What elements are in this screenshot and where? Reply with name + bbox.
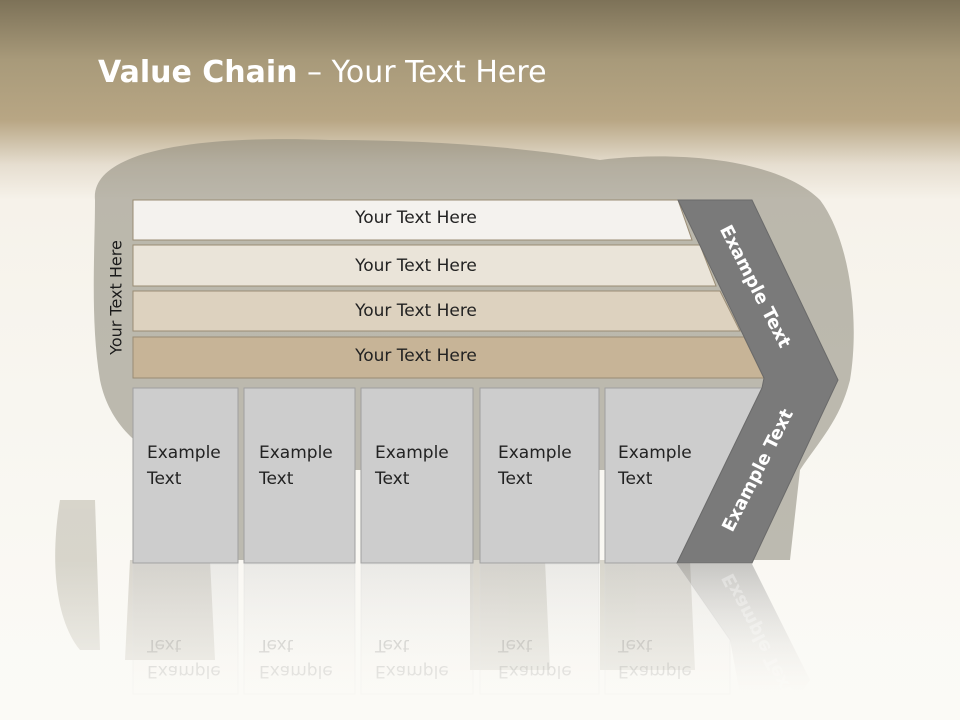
column-2-line1: Example xyxy=(259,443,333,463)
column-3-line2: Text xyxy=(375,469,410,489)
column-5-line2: Text xyxy=(618,469,653,489)
bar-3 xyxy=(132,290,741,332)
column-3 xyxy=(360,387,474,564)
bar-4-label: Your Text Here xyxy=(355,346,477,366)
bar-2-label: Your Text Here xyxy=(355,256,477,276)
bar-1 xyxy=(132,199,693,241)
slide-title: Value Chain – Your Text Here xyxy=(98,55,547,90)
column-1-line2: Text xyxy=(147,469,182,489)
column-4 xyxy=(479,387,600,564)
bar-3-label: Your Text Here xyxy=(355,301,477,321)
column-2-line2: Text xyxy=(259,469,294,489)
bar-2 xyxy=(132,244,717,287)
column-5-line1: Example xyxy=(618,443,692,463)
bar-1-label: Your Text Here xyxy=(355,208,477,228)
column-2 xyxy=(243,387,356,564)
title-bold: Value Chain xyxy=(98,55,298,90)
column-3-line1: Example xyxy=(375,443,449,463)
title-rest: – Your Text Here xyxy=(297,55,547,90)
column-4-line2: Text xyxy=(498,469,533,489)
reflection-fade xyxy=(0,560,960,720)
column-4-line1: Example xyxy=(498,443,572,463)
column-1 xyxy=(132,387,239,564)
column-1-line1: Example xyxy=(147,443,221,463)
